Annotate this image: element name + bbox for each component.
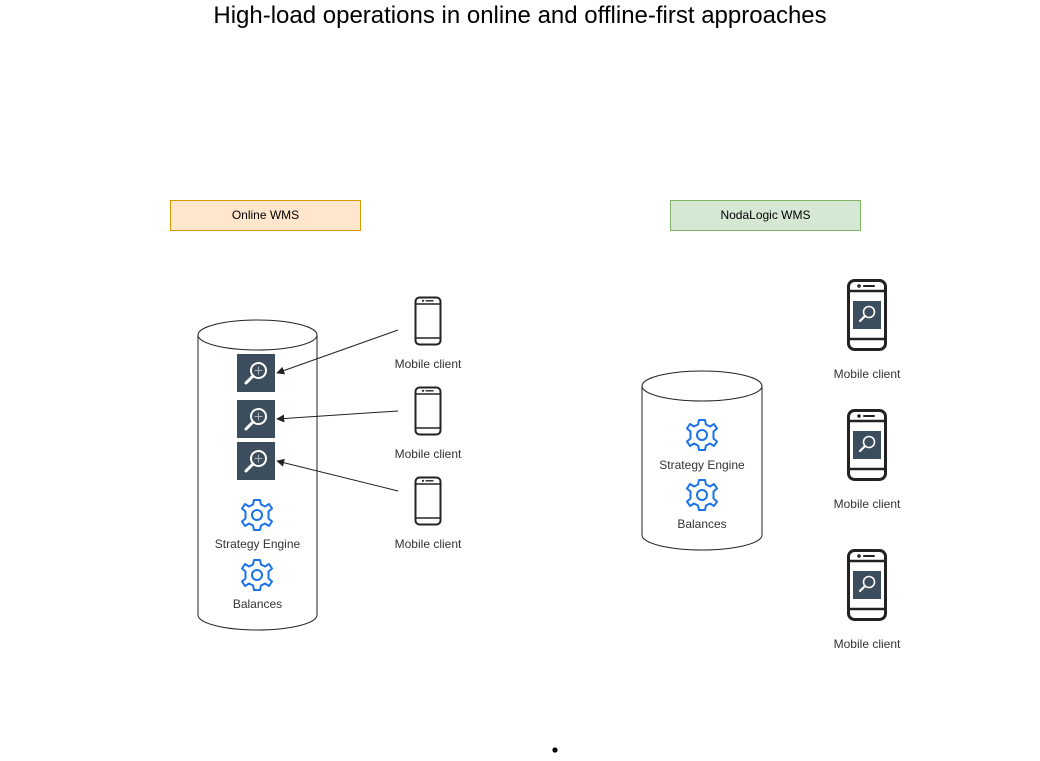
- online-client-label: Mobile client: [395, 447, 462, 461]
- mobile-phone-icon: [414, 476, 442, 526]
- search-icon: [237, 442, 275, 480]
- nodalogic-client-label: Mobile client: [834, 367, 901, 381]
- online-wms-label-text: Online WMS: [231, 208, 300, 222]
- online-service-label: Strategy Engine: [215, 537, 301, 551]
- online-client-label: Mobile client: [395, 357, 462, 371]
- search-icon: [237, 354, 275, 392]
- online-service-label: Balances: [233, 597, 282, 611]
- mobile-search-icon: [847, 409, 887, 481]
- online-wms-label: Online WMS: [170, 200, 361, 231]
- nodalogic-wms-label-text: NodaLogic WMS: [720, 208, 811, 222]
- nodalogic-wms-database: [641, 370, 763, 551]
- online-client-label: Mobile client: [395, 537, 462, 551]
- dot-marker: [552, 747, 558, 753]
- nodalogic-service-label: Balances: [677, 517, 726, 531]
- diagram-title: High-load operations in online and offli…: [213, 2, 827, 29]
- nodalogic-wms-label: NodaLogic WMS: [670, 200, 861, 231]
- mobile-phone-icon: [414, 296, 442, 346]
- mobile-search-icon: [847, 549, 887, 621]
- mobile-phone-icon: [414, 386, 442, 436]
- request-arrow: [276, 410, 399, 423]
- request-arrow: [276, 329, 399, 375]
- search-icon: [237, 400, 275, 438]
- request-arrow: [276, 458, 399, 492]
- online-wms-database: [197, 319, 318, 631]
- mobile-search-icon: [847, 279, 887, 351]
- nodalogic-client-label: Mobile client: [834, 637, 901, 651]
- nodalogic-service-label: Strategy Engine: [659, 458, 745, 472]
- nodalogic-client-label: Mobile client: [834, 497, 901, 511]
